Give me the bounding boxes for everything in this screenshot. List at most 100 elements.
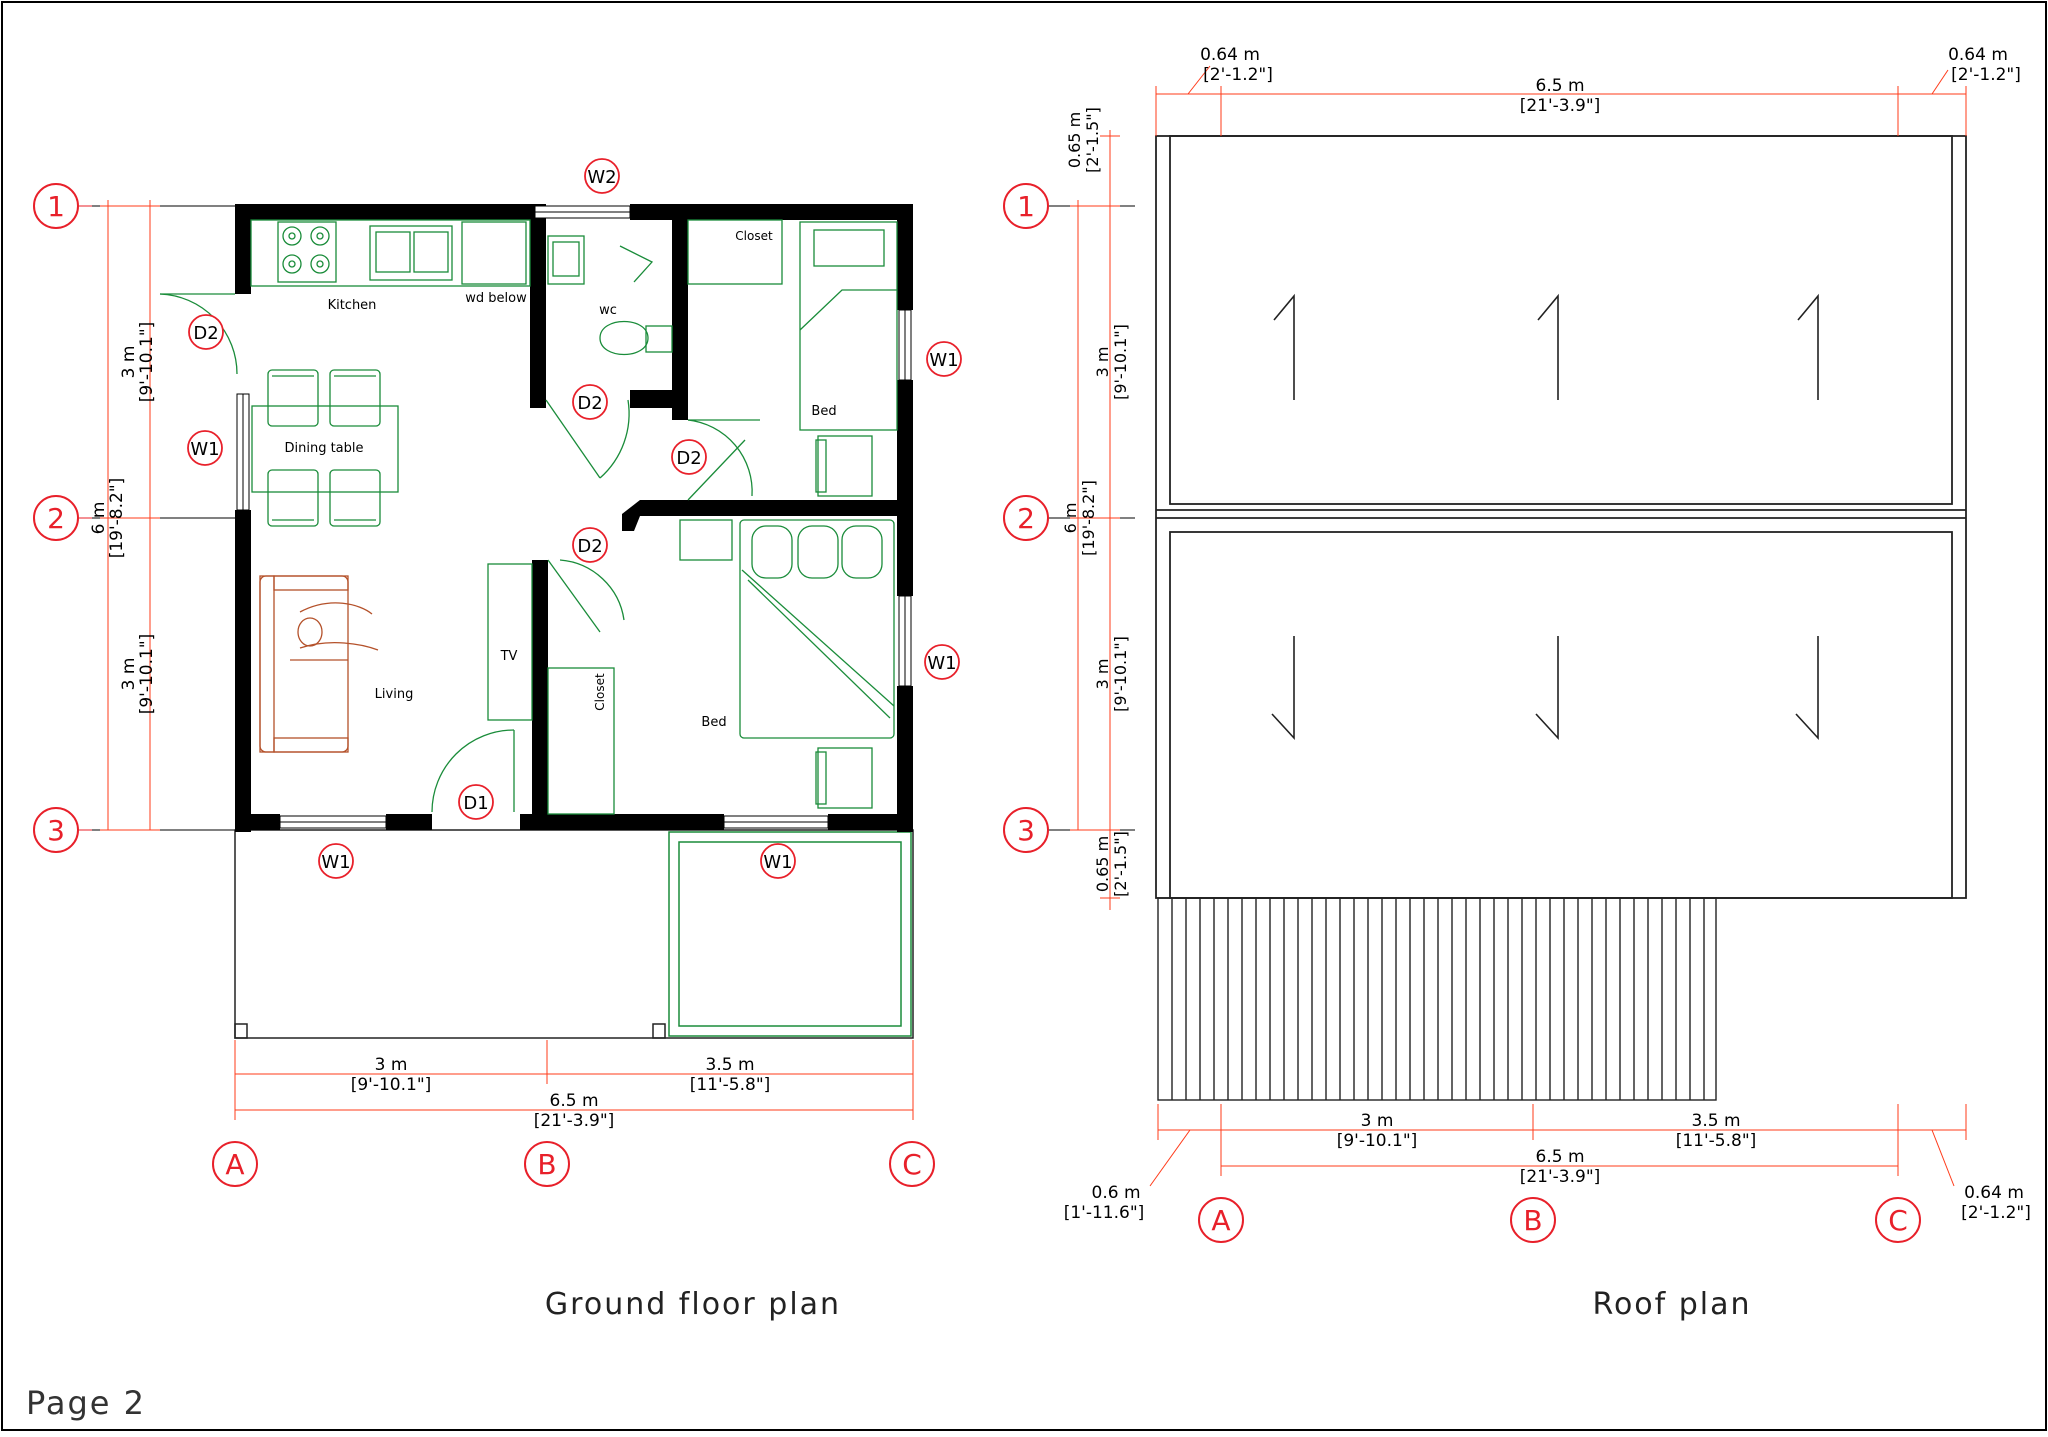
dim-bot-3m: 3 m — [375, 1055, 408, 1075]
dim-bot-3m-imp: [9'-10.1"] — [351, 1075, 432, 1095]
svg-text:1: 1 — [1017, 190, 1035, 223]
svg-text:[21'-3.9"]: [21'-3.9"] — [1520, 96, 1601, 116]
svg-text:[2'-1.2"]: [2'-1.2"] — [1203, 65, 1273, 85]
opening-tags: W2 D2 W1 D2 D2 D2 — [187, 158, 962, 879]
svg-text:[9'-10.1"]: [9'-10.1"] — [1111, 324, 1130, 400]
roof-bubble-col-c: C — [1875, 1197, 1921, 1243]
closet-top — [687, 219, 898, 497]
room-label-living: Living — [375, 687, 414, 702]
roof-bottom-dim-lines — [1149, 1104, 1967, 1187]
room-label-bed-top: Bed — [811, 404, 836, 419]
left-dimension-lines — [100, 200, 160, 831]
tag-d2-entry: D2 — [188, 314, 224, 350]
svg-text:0.64 m: 0.64 m — [1200, 45, 1260, 65]
bottom-dimension-lines — [234, 1040, 914, 1120]
tag-d2-corridor: D2 — [572, 527, 608, 563]
room-labels: Kitchen wd below wc Closet Bed Dining ta… — [284, 229, 836, 730]
svg-text:W1: W1 — [929, 350, 958, 371]
svg-text:6 m: 6 m — [1061, 503, 1080, 534]
dining-table — [251, 369, 399, 527]
tag-d2-wc: D2 — [572, 384, 608, 420]
tag-w1-right-top: W1 — [926, 341, 962, 377]
roof-plan: 1 2 3 A B C — [1003, 45, 2031, 1322]
svg-text:[2'-1.2"]: [2'-1.2"] — [1961, 1203, 2031, 1223]
svg-text:[11'-5.8"]: [11'-5.8"] — [1676, 1131, 1757, 1151]
roof-col-bubbles: A B C — [1198, 1197, 1921, 1243]
svg-text:3 m: 3 m — [1361, 1111, 1394, 1131]
roof-row-bubbles: 1 2 3 — [1003, 183, 1049, 853]
tag-d1: D1 — [458, 784, 494, 820]
dim-bot-65m-imp: [21'-3.9"] — [534, 1111, 615, 1131]
roof-top-dim-lines — [1155, 65, 1967, 136]
svg-text:[19'-8.2"]: [19'-8.2"] — [1079, 480, 1098, 556]
dim-bot-35m: 3.5 m — [706, 1055, 755, 1075]
grid-label-col-b: B — [537, 1148, 556, 1181]
grid-bubble-col-a: A — [212, 1141, 258, 1187]
grid-label-row-1: 1 — [47, 190, 65, 223]
closet-bottom — [547, 519, 733, 815]
svg-text:D1: D1 — [463, 793, 488, 814]
tag-w1-right-bottom: W1 — [924, 644, 960, 680]
row-bubbles: 1 2 3 — [33, 183, 92, 853]
dim-bot-35m-imp: [11'-5.8"] — [690, 1075, 771, 1095]
tag-w1-left: W1 — [187, 430, 223, 466]
svg-text:6.5 m: 6.5 m — [1536, 76, 1585, 96]
svg-text:[1'-11.6"]: [1'-11.6"] — [1064, 1203, 1145, 1223]
svg-text:[9'-10.1"]: [9'-10.1"] — [1111, 636, 1130, 712]
svg-text:6.5 m: 6.5 m — [1536, 1147, 1585, 1167]
roof-bubble-col-a: A — [1198, 1197, 1244, 1243]
walls — [235, 204, 913, 832]
svg-text:W1: W1 — [190, 439, 219, 460]
svg-text:B: B — [1523, 1204, 1542, 1237]
room-label-dining: Dining table — [284, 441, 363, 456]
tv-cabinet — [487, 563, 533, 721]
svg-text:D2: D2 — [577, 536, 602, 557]
left-dimension-texts: 3 m [9'-10.1"] 6 m [19'-8.2"] 3 m [9'-10… — [89, 322, 157, 715]
roof-deck-slats — [1157, 897, 1717, 1101]
grid-label-row-2: 2 — [47, 502, 65, 535]
dim-left-3m-a: 3 m — [119, 346, 139, 379]
roof-bubble-col-b: B — [1510, 1197, 1556, 1243]
grid-label-col-c: C — [902, 1148, 922, 1181]
ground-floor-plan: 1 2 3 A B — [33, 158, 962, 1322]
bottom-dimension-texts: 3 m [9'-10.1"] 3.5 m [11'-5.8"] 6.5 m [2… — [351, 1055, 771, 1131]
dim-bot-65m: 6.5 m — [550, 1091, 599, 1111]
tag-w2: W2 — [584, 158, 620, 194]
tag-d2-bedroom: D2 — [671, 439, 707, 475]
roof-outline — [1155, 135, 1967, 899]
windows — [236, 205, 912, 829]
svg-text:[21'-3.9"]: [21'-3.9"] — [1520, 1167, 1601, 1187]
dim-left-6m: 6 m — [89, 502, 109, 535]
terrace-planter — [668, 831, 912, 1037]
svg-text:3 m: 3 m — [1093, 347, 1112, 378]
wc-fixtures — [547, 235, 673, 356]
roof-slope-arrows-top — [1273, 293, 1819, 400]
svg-text:D2: D2 — [577, 393, 602, 414]
svg-text:3.5 m: 3.5 m — [1692, 1111, 1741, 1131]
svg-text:D2: D2 — [193, 323, 218, 344]
dim-left-3m-b-imp: [9'-10.1"] — [137, 634, 157, 715]
svg-text:W2: W2 — [587, 167, 616, 188]
living-sofa — [259, 575, 379, 753]
roof-bubble-row-1: 1 — [1003, 183, 1049, 229]
grid-bubble-col-b: B — [524, 1141, 570, 1187]
svg-text:[2'-1.5"]: [2'-1.5"] — [1083, 107, 1102, 173]
svg-text:0.64 m: 0.64 m — [1948, 45, 2008, 65]
room-label-kitchen: Kitchen — [328, 298, 377, 313]
svg-text:3: 3 — [1017, 814, 1035, 847]
room-label-wc: wc — [599, 303, 617, 318]
room-label-closet-mid: Closet — [593, 673, 607, 711]
svg-text:0.65 m: 0.65 m — [1065, 112, 1084, 168]
svg-text:[9'-10.1"]: [9'-10.1"] — [1337, 1131, 1418, 1151]
roof-left-dim-lines — [1070, 130, 1120, 910]
svg-text:2: 2 — [1017, 502, 1035, 535]
double-bed — [739, 519, 895, 809]
svg-text:C: C — [1888, 1204, 1908, 1237]
grid-bubble-row-3: 3 — [33, 807, 79, 853]
dim-left-3m-a-imp: [9'-10.1"] — [137, 322, 157, 403]
grid-bubble-row-1: 1 — [33, 183, 79, 229]
ground-floor-title: Ground floor plan — [545, 1287, 841, 1322]
